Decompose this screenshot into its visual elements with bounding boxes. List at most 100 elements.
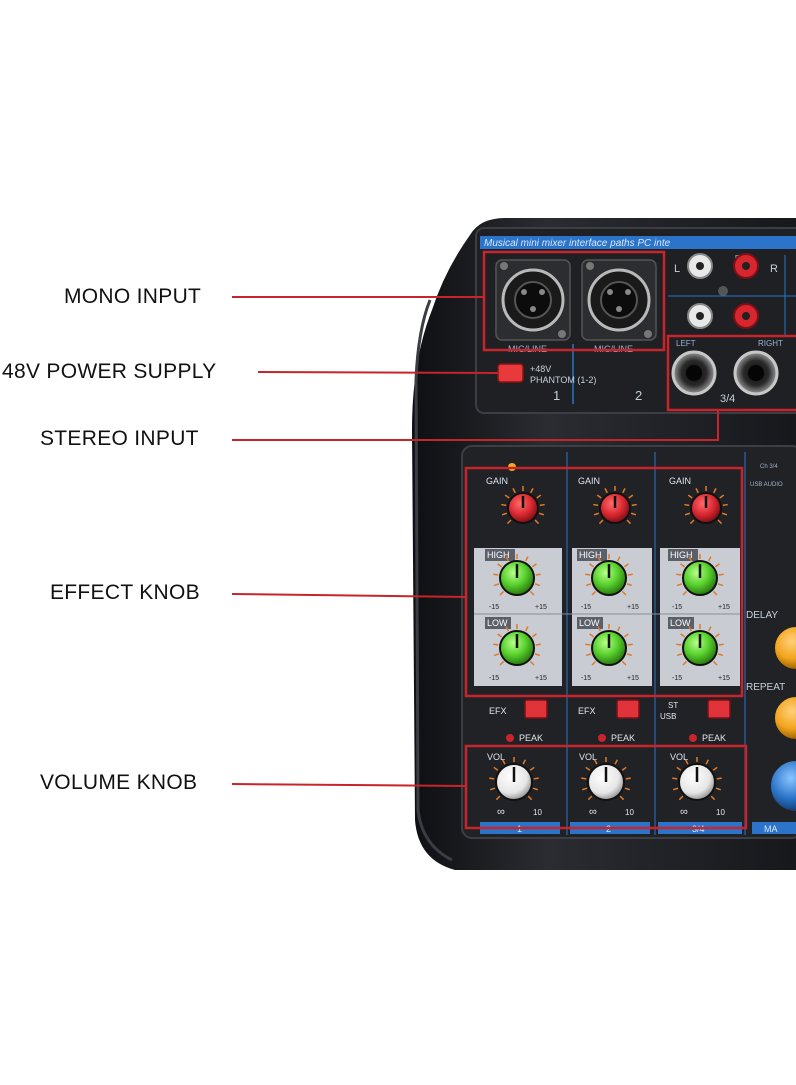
gain-knob-1-tick: [506, 519, 512, 525]
low-eq-knob-2-tick: [597, 626, 602, 632]
volume-knob-3-tick: [684, 759, 689, 765]
high-min-1: -15: [489, 604, 499, 611]
volume-knob-3-tick: [712, 766, 718, 771]
high-eq-knob-3-tick: [714, 563, 720, 568]
low-min-2: -15: [581, 675, 591, 682]
low-eq-knob-1-tick: [505, 626, 510, 632]
gain-knob-3-tick: [719, 494, 725, 499]
low-eq-knob-3-tick: [688, 626, 693, 632]
phantom-power-switch[interactable]: [497, 363, 524, 383]
phantom-label: PHANTOM (1-2): [530, 375, 596, 385]
efx-label-1: EFX: [489, 706, 507, 716]
vol-max-1: 10: [533, 808, 542, 817]
phantom-label-48v: +48V: [530, 364, 551, 374]
high-min-2: -15: [581, 604, 591, 611]
gain-knob-3-tick: [695, 488, 699, 494]
volume-knob-2-tick: [581, 777, 587, 780]
low-eq-knob-1-tick: [535, 643, 541, 646]
vol-max-2: 10: [625, 808, 634, 817]
usb-label: USB: [660, 712, 676, 721]
low-eq-knob-2-tick: [589, 633, 595, 638]
highlight-stereo-input: [666, 334, 796, 412]
high-label-2: HIGH: [579, 550, 602, 560]
volume-knob-1-tick: [489, 777, 495, 780]
vol-label-2: VOL: [579, 752, 597, 762]
peak-label-2: PEAK: [611, 733, 635, 743]
gain-knob-1-tick: [539, 503, 545, 507]
mixer-top-strip: Musical mini mixer interface paths PC in…: [484, 238, 671, 249]
usb-audio-label: USB AUDIO: [750, 482, 783, 488]
efx-button-1[interactable]: [524, 699, 548, 719]
vol-min-3: ∞: [680, 806, 688, 818]
low-max-3: +15: [718, 675, 730, 682]
low-eq-knob-1-tick: [534, 653, 541, 657]
low-eq-knob-3-tick: [717, 653, 724, 657]
delay-label: DELAY: [746, 610, 778, 621]
high-label-3: HIGH: [670, 550, 693, 560]
gain-knob-3-tick: [684, 503, 690, 507]
high-eq-knob-2-tick: [597, 556, 602, 562]
low-eq-knob-3-tick: [718, 643, 724, 646]
low-eq-knob-2-tick: [623, 633, 629, 638]
high-eq-knob-1-tick: [534, 583, 541, 587]
repeat-label: REPEAT: [746, 682, 785, 693]
high-eq-knob-3-tick: [718, 573, 724, 576]
callout-volume-knob: VOLUME KNOB: [40, 771, 198, 794]
repeat-knob[interactable]: [773, 695, 796, 741]
low-eq-knob-1-tick: [531, 633, 537, 638]
gain-knob-2-tick: [626, 519, 632, 525]
gain-label-2: GAIN: [578, 476, 600, 486]
xlr-jack-2: [581, 259, 657, 341]
volume-knob-1-tick: [501, 759, 506, 765]
gain-knob-3-tick: [722, 503, 728, 507]
channel-label-2: 2: [635, 388, 642, 403]
low-tag-1: [485, 617, 511, 629]
high-eq-knob-2-tick: [621, 590, 627, 596]
gain-knob-2-tick: [604, 488, 608, 494]
volume-knob-3-tick: [678, 795, 684, 801]
low-eq-knob-3-tick: [676, 643, 682, 646]
low-eq-knob-1-tick: [493, 653, 500, 657]
peak-led-2: [598, 734, 606, 742]
high-eq-knob-3-tick: [680, 563, 686, 568]
main-volume-knob[interactable]: [769, 759, 796, 813]
efx-button-2[interactable]: [616, 699, 640, 719]
low-eq-knob-1-tick: [499, 660, 505, 666]
gain-knob-1-tick: [538, 512, 545, 516]
low-eq-knob-3-tick: [712, 660, 718, 666]
gain-knob-3-tick: [684, 512, 691, 516]
gain-knob-2-tick: [622, 488, 626, 494]
volume-knob-1-tick: [532, 787, 539, 791]
high-eq-knob-3-tick: [707, 556, 712, 562]
volume-knob-1-tick: [522, 759, 527, 765]
gain-knob-2-tick: [630, 512, 637, 516]
volume-knob-2-tick: [587, 795, 593, 801]
high-eq-knob-3-tick: [682, 590, 688, 596]
volume-knob-1-tick: [493, 766, 499, 771]
leader-effect-knob: [231, 593, 467, 598]
volume-knob-2-tick: [624, 787, 631, 791]
high-max-1: +15: [535, 604, 547, 611]
efx-button-3[interactable]: [707, 699, 731, 719]
volume-knob-3-tick: [705, 759, 710, 765]
delay-knob[interactable]: [773, 625, 796, 671]
callout-stereo-input: STEREO INPUT: [40, 427, 199, 450]
gain-knob-2-tick: [628, 494, 634, 499]
volume-knob-2-tick: [585, 766, 591, 771]
leader-stereo-input: [232, 410, 719, 441]
high-eq-knob-2-tick: [627, 573, 633, 576]
high-eq-knob-3-tick: [676, 583, 683, 587]
low-eq-knob-2-tick: [627, 643, 633, 646]
xlr-jack-1: [495, 259, 571, 341]
high-eq-knob-2-tick: [591, 590, 597, 596]
low-label-2: LOW: [579, 618, 600, 628]
high-eq-knob-1-tick: [493, 583, 500, 587]
high-eq-knob-3-tick: [717, 583, 724, 587]
volume-knob-2-tick: [619, 795, 625, 801]
volume-knob-1-tick: [533, 777, 539, 780]
volume-knob-1-tick: [489, 787, 496, 791]
gain-knob-3-tick: [721, 512, 728, 516]
high-eq-knob-1-tick: [524, 556, 529, 562]
high-eq-knob-1-tick: [497, 563, 503, 568]
